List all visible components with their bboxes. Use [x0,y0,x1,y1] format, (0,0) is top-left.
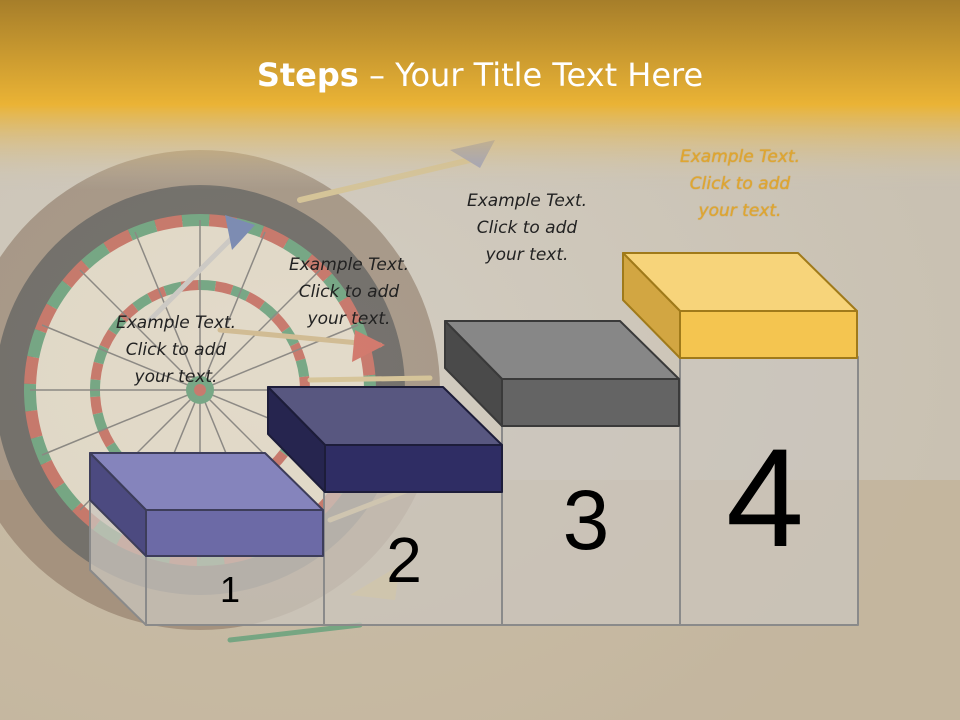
caption-line: Example Text. [115,313,237,333]
step-3-number: 3 [562,473,610,567]
title-bold: Steps [256,56,359,94]
step-4-caption[interactable]: Example Text. Click to add your text. [650,144,830,225]
caption-line: your text. [134,367,218,387]
caption-line: your text. [698,201,782,221]
caption-line: Click to add [125,340,227,360]
step-1-block [89,452,324,557]
caption-line: Click to add [689,174,791,194]
caption-line: Click to add [476,218,578,238]
step-4-column [679,356,859,626]
header-band [0,0,960,190]
caption-line: Example Text. [288,255,410,275]
step-1-number: 1 [219,569,241,610]
step-2-block [267,386,503,493]
caption-line: your text. [307,309,391,329]
step-2-number: 2 [386,524,422,596]
step-3-block [444,320,680,427]
caption-line: Example Text. [679,147,801,167]
caption-line: Click to add [298,282,400,302]
step-2-caption[interactable]: Example Text. Click to add your text. [259,252,439,333]
step-2-column [323,489,503,626]
step-4-block [622,252,858,359]
slide-title: Steps – Your Title Text Here [0,52,960,98]
step-1-caption[interactable]: Example Text. Click to add your text. [86,310,266,391]
step-3-column [501,423,681,626]
caption-line: your text. [485,245,569,265]
caption-line: Example Text. [466,191,588,211]
title-rest: – Your Title Text Here [358,56,704,94]
step-4-number: 4 [726,419,804,576]
step-3-caption[interactable]: Example Text. Click to add your text. [437,188,617,269]
